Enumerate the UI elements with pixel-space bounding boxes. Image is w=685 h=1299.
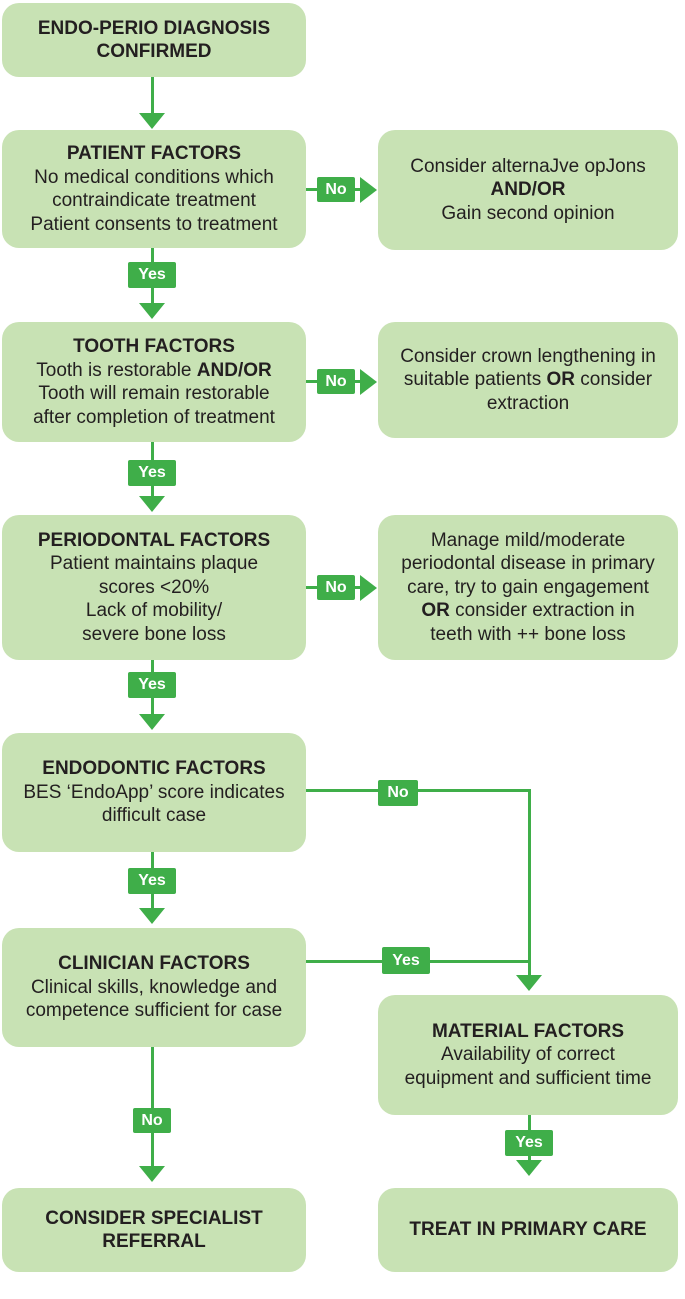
yes-badge-endo: Yes — [128, 868, 176, 894]
arrowhead-to-material — [516, 975, 542, 991]
treat-primary-care-box: TREAT IN PRIMARY CARE — [378, 1188, 678, 1272]
specialist-referral-box: CONSIDER SPECIALIST REFERRAL — [2, 1188, 306, 1272]
material-box-line1: Availability of correct — [441, 1044, 615, 1066]
crown-box-line1: Consider crown lengthening in — [400, 345, 656, 367]
tooth-box-line2: Tooth will remain restorable — [38, 383, 270, 404]
clinician-factors-box: CLINICIAN FACTORS Clinical skills, knowl… — [2, 928, 306, 1047]
connector-start-patient — [151, 77, 154, 113]
arrowhead-patient-tooth — [139, 303, 165, 319]
alt-options-line3: Gain second opinion — [441, 202, 615, 224]
tooth-line1-text: Tooth is restorable — [36, 359, 197, 381]
yes-badge-clinician: Yes — [382, 947, 430, 974]
referral-box-line2: REFERRAL — [102, 1231, 206, 1252]
manage-box-line1: Manage mild/moderate — [430, 529, 626, 551]
crown-box-line2: suitable patients OR consider — [404, 368, 652, 392]
tooth-line1-bold: AND/OR — [196, 359, 272, 381]
arrowhead-perio-no — [360, 575, 377, 601]
patient-box-line3: Patient consents to treatment — [30, 213, 278, 235]
start-box-line2: CONFIRMED — [96, 41, 212, 62]
yes-badge-material: Yes — [505, 1130, 553, 1156]
treat-box-line1: TREAT IN PRIMARY CARE — [409, 1219, 647, 1241]
no-badge-endo: No — [378, 780, 418, 806]
perio-box-line4: severe bone loss — [82, 623, 226, 645]
connector-clinician-referral — [151, 1047, 154, 1168]
periodontal-factors-box: PERIODONTAL FACTORS Patient maintains pl… — [2, 515, 306, 660]
alternative-options-box: Consider alternaJve opJons AND/OR Gain s… — [378, 130, 678, 250]
arrowhead-patient-no — [360, 177, 377, 203]
perio-box-line3: Lack of mobility/ — [85, 600, 223, 622]
endodontic-factors-box: ENDODONTIC FACTORS BES ‘EndoApp’ score i… — [2, 733, 306, 852]
arrowhead-tooth-no — [360, 369, 377, 395]
manage-box-line3: care, try to gain engagement — [407, 576, 649, 598]
yes-badge-patient: Yes — [128, 262, 176, 288]
clinician-box-line1: Clinical skills, knowledge and — [30, 976, 278, 998]
alt-options-line1: Consider alternaJve opJons — [410, 155, 646, 177]
perio-box-line1: Patient maintains plaque — [49, 553, 259, 575]
no-badge-patient: No — [317, 177, 355, 202]
crown-line2-text2: consider — [574, 369, 653, 391]
material-box-line2: equipment and sufficient time — [404, 1067, 652, 1089]
yes-badge-perio: Yes — [128, 672, 176, 698]
clinician-box-title: CLINICIAN FACTORS — [58, 953, 250, 975]
start-box: ENDO-PERIO DIAGNOSIS CONFIRMED — [2, 3, 306, 77]
arrowhead-tooth-perio — [139, 496, 165, 512]
tooth-box-line3: after completion of treatment — [33, 406, 275, 428]
no-badge-clinician: No — [133, 1108, 171, 1133]
tooth-box-line1: Tooth is restorable AND/OR — [36, 359, 271, 383]
tooth-box-title: TOOTH FACTORS — [73, 336, 235, 357]
arrowhead-material-treat — [516, 1160, 542, 1176]
manage-line4-bold: OR — [421, 600, 450, 622]
arrowhead-clinician-referral — [139, 1166, 165, 1182]
arrowhead-start-patient — [139, 113, 165, 129]
endo-box-title: ENDODONTIC FACTORS — [42, 758, 266, 780]
manage-line4-text: consider extraction in — [449, 600, 635, 622]
start-box-line1: ENDO-PERIO DIAGNOSIS — [37, 17, 271, 39]
yes-badge-tooth: Yes — [128, 460, 176, 486]
endo-box-line2: difficult case — [101, 805, 207, 827]
crown-lengthening-box: Consider crown lengthening in suitable p… — [378, 322, 678, 438]
patient-factors-box: PATIENT FACTORS No medical conditions wh… — [2, 130, 306, 248]
tooth-factors-box: TOOTH FACTORS Tooth is restorable AND/OR… — [2, 322, 306, 442]
alt-options-line2: AND/OR — [490, 179, 566, 201]
patient-box-line2: contraindicate treatment — [52, 190, 256, 211]
arrowhead-perio-endo — [139, 714, 165, 730]
clinician-box-line2: competence sufficient for case — [25, 1000, 283, 1022]
no-badge-perio: No — [317, 575, 355, 600]
manage-box-line2: periodontal disease in primary — [401, 553, 655, 575]
endo-box-line1: BES ‘EndoApp’ score indicates — [23, 781, 285, 803]
no-badge-tooth: No — [317, 369, 355, 394]
crown-line2-text1: suitable patients — [403, 369, 547, 391]
manage-box-line5: teeth with ++ bone loss — [430, 623, 626, 645]
patient-box-title: PATIENT FACTORS — [66, 143, 242, 164]
perio-box-line2: scores <20% — [98, 576, 210, 598]
crown-line2-bold: OR — [546, 369, 575, 391]
material-box-title: MATERIAL FACTORS — [431, 1020, 625, 1042]
manage-perio-box: Manage mild/moderate periodontal disease… — [378, 515, 678, 660]
patient-box-line1: No medical conditions which — [34, 166, 274, 188]
arrowhead-endo-clinician — [139, 908, 165, 924]
manage-box-line4: OR consider extraction in — [421, 599, 634, 623]
referral-box-line1: CONSIDER SPECIALIST — [45, 1207, 263, 1229]
connector-right-vertical — [528, 789, 531, 976]
material-factors-box: MATERIAL FACTORS Availability of correct… — [378, 995, 678, 1115]
perio-box-title: PERIODONTAL FACTORS — [37, 529, 271, 551]
crown-box-line3: extraction — [486, 392, 570, 414]
